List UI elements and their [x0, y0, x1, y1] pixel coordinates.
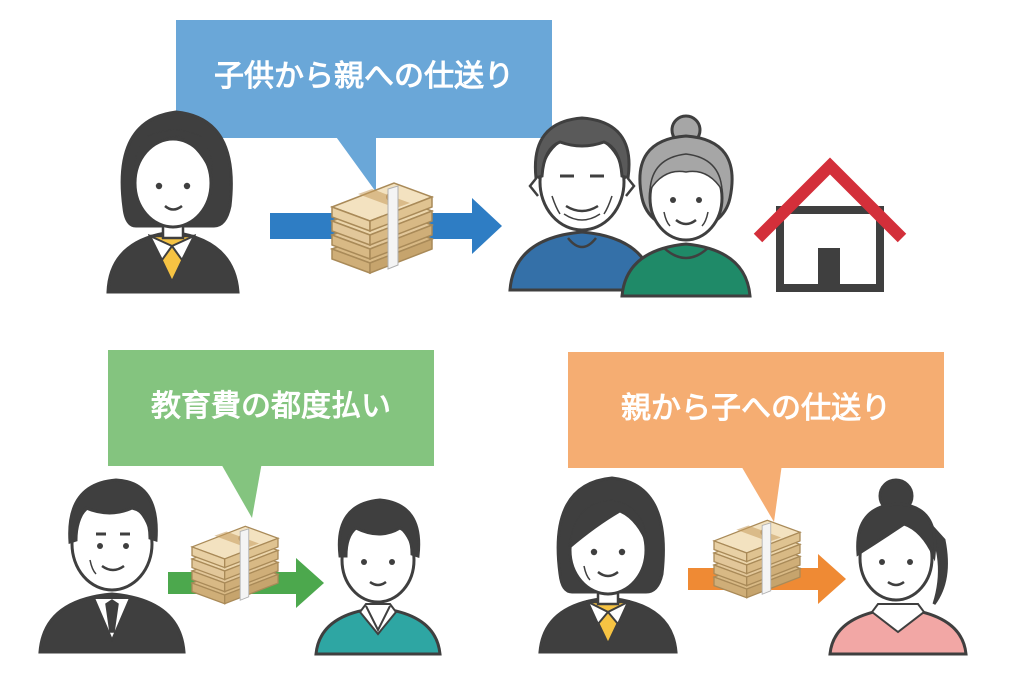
young-woman-icon: [828, 478, 968, 656]
money-stack-icon: [331, 182, 433, 274]
scene-parent-to-child: 親から子への仕送り: [538, 352, 968, 656]
scene-child-to-parent: 子供から親への仕送り: [106, 20, 907, 298]
bubble-label: 親から子への仕送り: [621, 391, 891, 426]
young-man-icon: [314, 498, 442, 656]
elderly-man-icon: [508, 116, 656, 292]
speech-bubble-green: 教育費の都度払い: [108, 350, 434, 518]
scene-education-fee: 教育費の都度払い: [38, 350, 442, 656]
man-in-suit-icon: [38, 478, 186, 654]
bubble-label: 子供から親への仕送り: [214, 59, 514, 94]
adult-woman-icon: [106, 110, 240, 294]
bubble-label: 教育費の都度払い: [151, 389, 391, 424]
house-icon: [753, 157, 907, 292]
elderly-woman-icon: [620, 114, 752, 298]
middle-aged-woman-icon: [538, 476, 678, 654]
speech-bubble-blue: 子供から親への仕送り: [176, 20, 552, 192]
speech-bubble-orange: 親から子への仕送り: [568, 352, 944, 522]
